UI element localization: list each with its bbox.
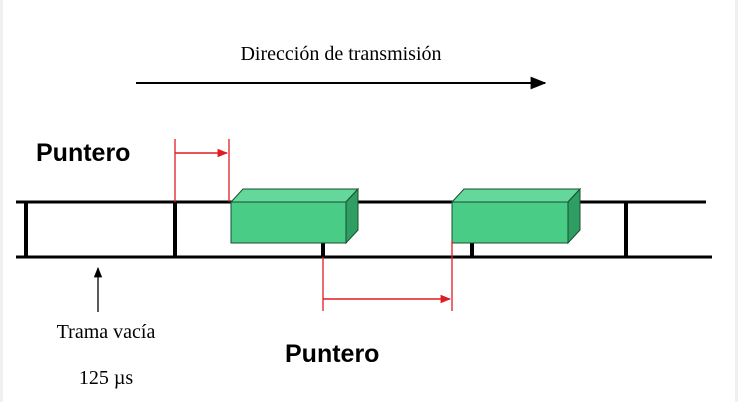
left-edge-shade	[0, 0, 3, 402]
payload-block	[450, 187, 582, 245]
right-edge-shade	[735, 0, 738, 402]
empty-frame-label: Trama vacía	[57, 321, 156, 343]
pointer-arrow-bottom	[322, 240, 453, 311]
pointer-label-top: Puntero	[36, 139, 130, 167]
payload-block	[229, 187, 360, 245]
pointer-arrow-top	[174, 139, 230, 202]
pointer-label-bottom: Puntero	[285, 340, 379, 368]
frame-duration-label: 125 µs	[79, 367, 134, 389]
direction-label: Dirección de transmisión	[240, 43, 441, 65]
